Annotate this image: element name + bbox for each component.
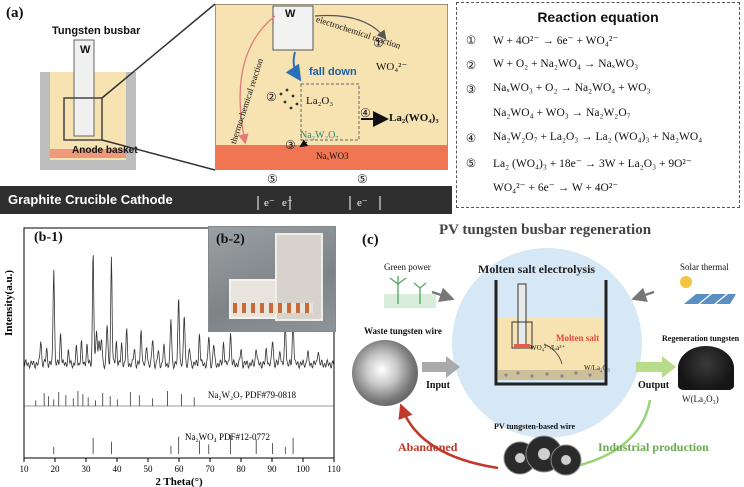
- measured-pattern-line: [23, 255, 335, 370]
- circle-1: ①: [373, 36, 384, 50]
- reaction-line: ④ Na₂W₂O₇ + La₂O₃ → La₂ (WO₄)₃ + Na₂WO₄: [463, 131, 703, 145]
- wo4-label: WO₄²⁻: [376, 61, 408, 73]
- regen-label: Regeneration tungsten: [662, 334, 740, 343]
- reaction-text: W + O₂ + Na₂WO₄ → NaₓWO₃: [493, 57, 639, 70]
- green-power-label: Green power: [384, 262, 431, 272]
- reaction-text: Na₂W₂O₇ + La₂O₃ → La₂ (WO₄)₃ + Na₂WO₄: [493, 131, 703, 143]
- waste-wire-image: [352, 340, 418, 406]
- electrolysis-title: Molten salt electrolysis: [478, 262, 596, 276]
- reaction-line: Na₂WO₄ + WO₃ → Na₂W₂O₇: [463, 107, 631, 119]
- panel-c-label: (c): [362, 232, 379, 248]
- reaction-line: ② W + O₂ + Na₂WO₄ → NaₓWO₃: [463, 57, 639, 72]
- electron-1: e⁻: [264, 197, 275, 209]
- x-tick-label: 10: [20, 464, 30, 474]
- regen-powder-image: [678, 346, 734, 390]
- reaction-line: ③ NaₓWO₃ + O₂ → Na₂WO₄ + WO₃: [463, 82, 651, 96]
- busbar-w-letter: W: [80, 44, 91, 56]
- naxwo3-label: NaₓWO3: [316, 151, 349, 161]
- sample-residue: [233, 303, 313, 313]
- abandoned-label: Abandoned: [398, 440, 458, 454]
- circle-5-left: ⑤: [267, 172, 278, 186]
- cathode-bar: [0, 186, 452, 214]
- circle-4: ④: [360, 106, 371, 120]
- output-arrow: [636, 356, 676, 378]
- x-tick-label: 80: [237, 464, 247, 474]
- reaction-number: ①: [465, 35, 477, 47]
- electron-arrows: [257, 196, 381, 210]
- crucible-schematic: [40, 39, 136, 170]
- reaction-box-title: Reaction equation: [537, 9, 659, 25]
- na2w2o7-label: Na₂W₂O₇: [300, 130, 339, 141]
- reaction-line: WO₄²⁻ + 6e⁻ → W + 4O²⁻: [463, 180, 618, 194]
- panel-b2-label: (b-2): [216, 232, 245, 247]
- x-tick-label: 100: [296, 464, 310, 474]
- input-arrow: [422, 356, 460, 378]
- x-axis-label: 2 Theta(°): [155, 476, 203, 487]
- reference-label-2: Na₂WO₄ PDF#12-0772: [185, 432, 270, 442]
- pv-wire-label: PV tungsten-based wire: [494, 422, 576, 431]
- circle-3: ③: [285, 138, 296, 152]
- molten-salt-label: Molten salt: [556, 333, 600, 343]
- waste-wire-label: Waste tungsten wire: [364, 326, 442, 336]
- reaction-text: La₂ (WO₄)₃ + 18e⁻ → 3W + La₂O₃ + 9O²⁻: [493, 157, 692, 170]
- zoom-w-label: W: [285, 8, 296, 20]
- cell-product-label: W/La₂O₃: [584, 364, 610, 372]
- reaction-equation-box: Reaction equation ① W + 4O²⁻ → 6e⁻ + WO₄²…: [456, 2, 740, 208]
- solar-panel-icon: [680, 276, 736, 304]
- feed-arrows: [431, 287, 655, 302]
- electron-3: e⁻: [357, 197, 368, 209]
- reaction-zoom-view: [215, 4, 448, 170]
- input-label: Input: [426, 380, 450, 391]
- electrolysis-cell: [494, 280, 608, 386]
- reaction-number: ③: [465, 84, 477, 96]
- reference-label-1: Na₂W₂O₇ PDF#79-0818: [208, 390, 297, 400]
- fall-down-label: fall down: [309, 66, 357, 78]
- reaction-line: ① W + 4O²⁻ → 6e⁻ + WO₄²⁻: [463, 33, 619, 47]
- reaction-line: ⑤ La₂ (WO₄)₃ + 18e⁻ → 3W + La₂O₃ + 9O²⁻: [463, 156, 692, 170]
- panel-a-label: (a): [6, 5, 24, 21]
- regen-formula: W(La₂O₃): [682, 394, 719, 404]
- la2wo43-label: La₂(WO₄)₃: [389, 112, 439, 124]
- electron-2: e⁻: [282, 197, 293, 209]
- output-label: Output: [638, 380, 670, 391]
- panel-c-title: PV tungsten busbar regeneration: [438, 222, 652, 238]
- reaction-number: ②: [465, 59, 477, 72]
- industrial-label: Industrial production: [598, 440, 709, 454]
- reaction-number: ④: [465, 133, 477, 145]
- x-tick-label: 70: [206, 464, 216, 474]
- wind-turbine-icon: [384, 276, 436, 308]
- cathode-label: Graphite Crucible Cathode: [8, 192, 173, 207]
- y-axis-label: Intensity(a.u.): [3, 270, 15, 336]
- x-tick-label: 30: [82, 464, 92, 474]
- xrd-chart: 10 20 30 40 50 60 70 80 90 100 110 2 Theta(°) Intens…: [3, 227, 341, 487]
- la2o3-label: La₂O₃: [306, 95, 334, 107]
- sample-block-left: [229, 279, 277, 319]
- reaction-number: ⑤: [465, 157, 477, 170]
- reaction-text: W + 4O²⁻ → 6e⁻ + WO₄²⁻: [493, 35, 619, 47]
- reaction-text: WO₄²⁻ + 6e⁻ → W + 4O²⁻: [493, 182, 619, 194]
- busbar-title: Tungsten busbar: [52, 25, 141, 37]
- reaction-text: Na₂WO₄ + WO₃ → Na₂W₂O₇: [493, 106, 631, 119]
- photo-b2: [208, 226, 336, 332]
- wire-spools-image: [503, 435, 582, 476]
- x-tick-label: 60: [175, 464, 185, 474]
- x-tick-label: 90: [268, 464, 278, 474]
- circle-5-right: ⑤: [357, 172, 368, 186]
- x-tick-label: 40: [113, 464, 123, 474]
- x-tick-label: 50: [144, 464, 154, 474]
- x-tick-label: 110: [327, 464, 341, 474]
- solar-thermal-label: Solar thermal: [680, 262, 729, 272]
- cell-ions-label: WO₄²⁻/La³⁺: [530, 344, 566, 352]
- anode-basket-label: Anode basket: [72, 145, 138, 156]
- panel-b1-label: (b-1): [34, 230, 63, 245]
- x-tick-label: 20: [51, 464, 61, 474]
- circle-2: ②: [266, 90, 277, 104]
- reaction-text: NaₓWO₃ + O₂ → Na₂WO₄ + WO₃: [493, 82, 651, 94]
